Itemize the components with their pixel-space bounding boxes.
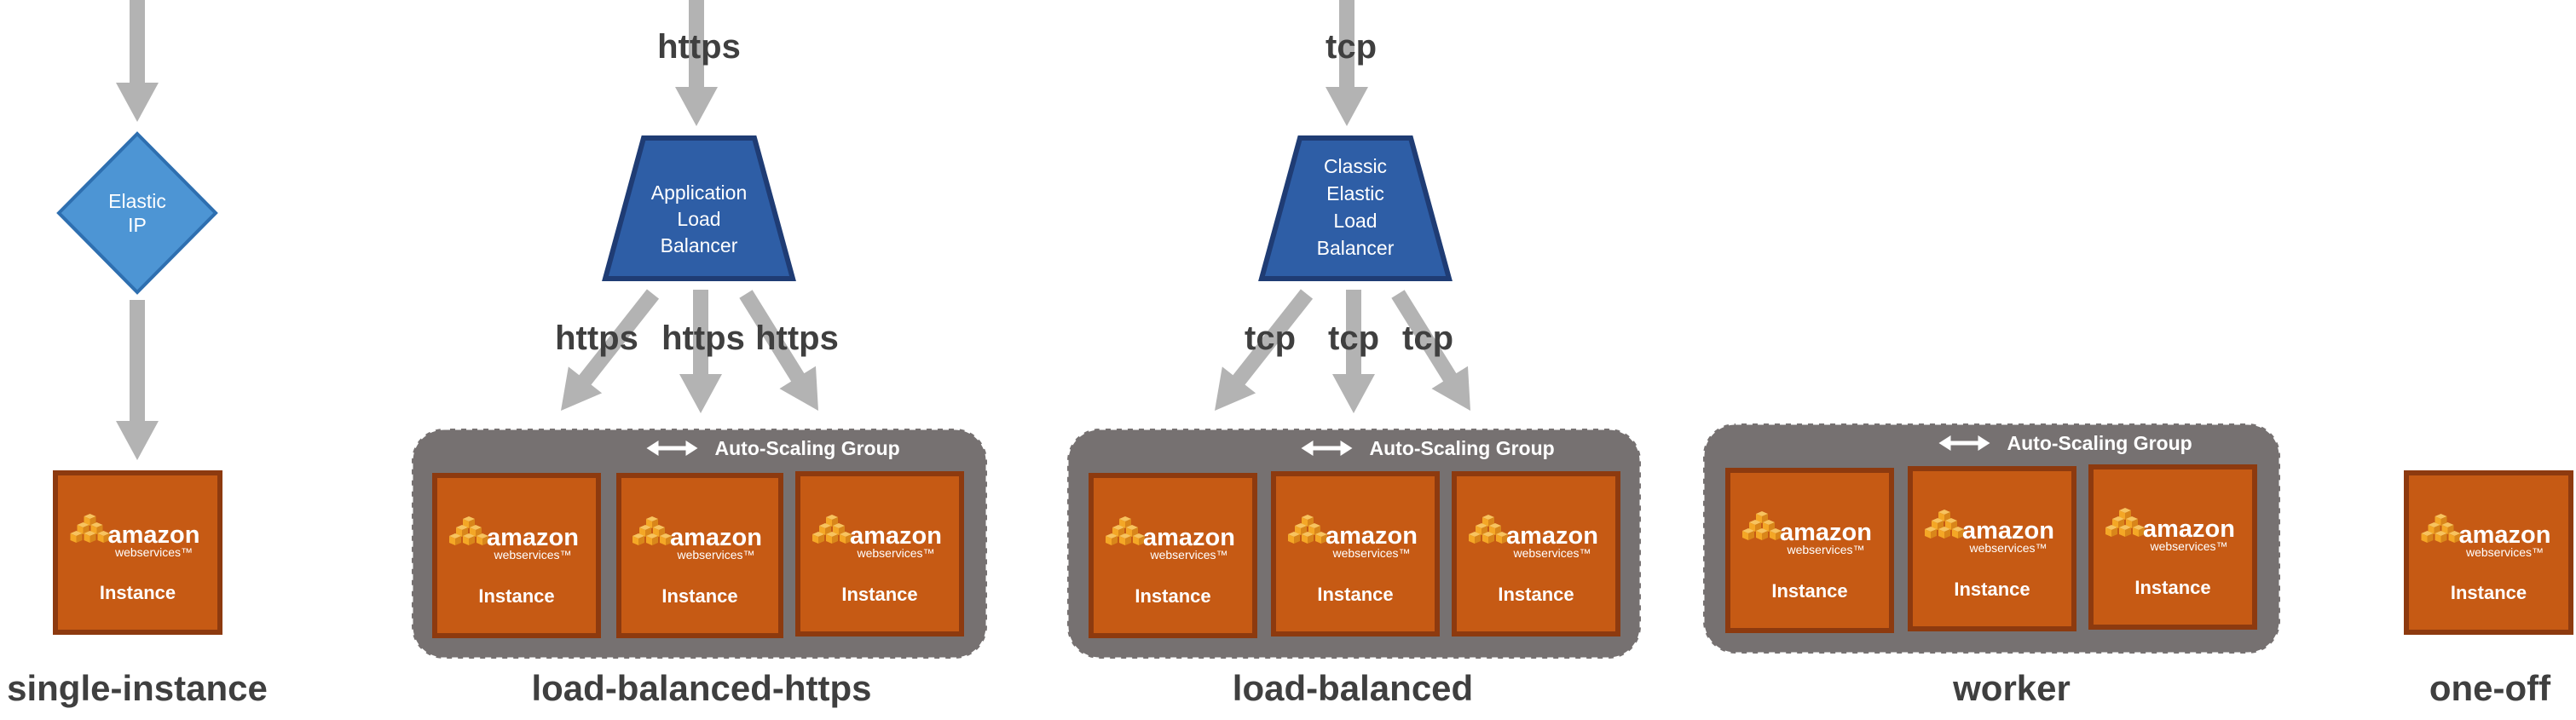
svg-text:amazon: amazon [1780, 519, 1872, 546]
double-arrow-icon [1301, 441, 1353, 456]
clb-outbound-protocol-label-2: tcp [1328, 320, 1379, 357]
svg-text:webservices™: webservices™ [493, 548, 571, 562]
instance-label: Instance [841, 584, 917, 605]
asg-label: Auto-Scaling Group [2007, 432, 2192, 454]
svg-text:amazon: amazon [1143, 524, 1235, 551]
double-arrow-icon [646, 441, 698, 456]
elastic-ip-line-2: IP [128, 214, 147, 236]
alb-line-1: Application [651, 181, 748, 204]
alb-outbound-protocol-label-3: https [755, 320, 839, 357]
caption-single-instance: single-instance [7, 668, 268, 708]
svg-text:webservices™: webservices™ [1512, 546, 1591, 560]
clb-inbound-protocol-label: tcp [1326, 28, 1377, 66]
svg-text:amazon: amazon [1962, 517, 2054, 544]
instance-label: Instance [478, 585, 554, 607]
arrow-into-elastic-ip [116, 0, 159, 122]
clb-outbound-protocol-label-3: tcp [1402, 320, 1453, 357]
svg-text:amazon: amazon [1506, 522, 1598, 550]
svg-text:webservices™: webservices™ [2465, 545, 2544, 559]
alb-outbound-protocol-label-1: https [555, 320, 638, 357]
asg-label: Auto-Scaling Group [715, 437, 900, 459]
svg-text:webservices™: webservices™ [1149, 548, 1227, 562]
instance-label: Instance [1317, 584, 1393, 605]
svg-text:amazon: amazon [2143, 516, 2235, 543]
instance-label: Instance [1135, 585, 1210, 607]
svg-text:webservices™: webservices™ [856, 546, 934, 560]
caption-load-balanced-https: load-balanced-https [531, 668, 871, 708]
svg-text:amazon: amazon [670, 524, 762, 551]
caption-one-off: one-off [2429, 668, 2551, 708]
instance-label: Instance [2134, 577, 2210, 598]
classic-elastic-load-balancer: Classic Elastic Load Balancer [1258, 135, 1453, 281]
arrow-clb-to-instance-1 [1215, 289, 1314, 411]
arrow-eip-to-instance [116, 300, 159, 460]
caption-worker: worker [1952, 668, 2071, 708]
svg-text:amazon: amazon [850, 522, 942, 550]
svg-text:webservices™: webservices™ [2149, 539, 2227, 553]
arrow-alb-to-instance-2 [679, 290, 722, 413]
clb-line-2: Elastic [1326, 182, 1384, 204]
instance-label: Instance [1498, 584, 1574, 605]
arrow-into-alb [675, 0, 718, 126]
diagram-shapes: Auto-Scaling Group Auto-Scaling Group Auto… [53, 422, 2573, 660]
arrow-into-clb [1326, 0, 1368, 126]
instance-label: Instance [1771, 580, 1847, 602]
clb-line-1: Classic [1324, 155, 1387, 177]
arrow-clb-to-instance-2 [1332, 290, 1375, 413]
alb-line-3: Balancer [661, 234, 738, 256]
clb-outbound-protocol-label-1: tcp [1245, 320, 1296, 357]
svg-text:webservices™: webservices™ [1331, 546, 1410, 560]
svg-text:webservices™: webservices™ [676, 548, 754, 562]
svg-text:webservices™: webservices™ [1968, 541, 2047, 555]
double-arrow-icon [1938, 435, 1990, 451]
arrow-alb-to-instance-3 [739, 290, 818, 411]
svg-text:amazon: amazon [2459, 521, 2551, 549]
instance-label: Instance [2451, 582, 2527, 603]
alb-outbound-protocol-label-2: https [661, 320, 745, 357]
flow-arrows [116, 0, 1470, 460]
instance-label: Instance [661, 585, 737, 607]
svg-text:amazon: amazon [487, 524, 579, 551]
arrow-clb-to-instance-3 [1391, 290, 1470, 411]
alb-inbound-protocol-label: https [657, 28, 741, 66]
asg-label: Auto-Scaling Group [1370, 437, 1555, 459]
arrow-alb-to-instance-1 [561, 289, 660, 411]
instance-label: Instance [100, 582, 176, 603]
svg-text:webservices™: webservices™ [114, 545, 193, 559]
alb-line-2: Load [677, 208, 720, 230]
svg-text:amazon: amazon [108, 521, 200, 549]
clb-line-3: Load [1333, 210, 1377, 232]
elastic-ip: Elastic IP [56, 131, 218, 295]
elastic-ip-line-1: Elastic [108, 190, 166, 212]
svg-text:webservices™: webservices™ [1786, 543, 1864, 556]
clb-line-4: Balancer [1317, 237, 1395, 259]
svg-text:amazon: amazon [1326, 522, 1418, 550]
instance-label: Instance [1954, 579, 2030, 600]
application-load-balancer: Application Load Balancer [602, 135, 796, 281]
caption-load-balanced: load-balanced [1233, 668, 1473, 708]
